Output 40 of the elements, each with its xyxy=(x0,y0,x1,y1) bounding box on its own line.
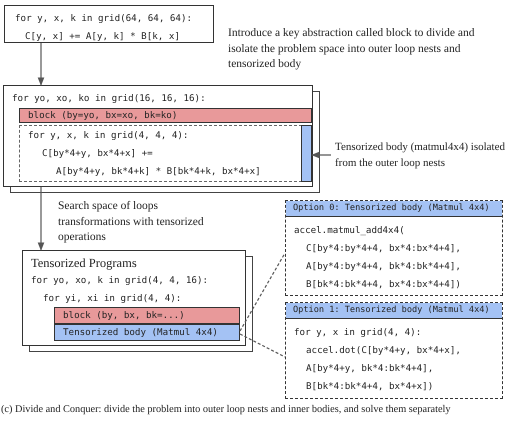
panel-title: Tensorized Programs xyxy=(31,255,137,272)
code-line: A[by*4+y, bk*4+k] * B[bk*4+k, bx*4+x] xyxy=(56,165,261,179)
code-line: for yi, xi in grid(4, 4): xyxy=(43,292,182,306)
code-line: for y, x, k in grid(4, 4, 4): xyxy=(28,129,188,143)
code-card xyxy=(4,5,214,43)
code-line: block (by=yo, bx=xo, bk=ko) xyxy=(28,109,178,122)
option-card xyxy=(285,200,503,296)
option-card xyxy=(285,302,503,399)
option-header: Option 0: Tensorized body (Matmul 4x4) xyxy=(286,201,502,217)
code-line: for y, x in grid(4, 4): xyxy=(294,326,422,340)
code-line: block (by, bx, bk=...) xyxy=(63,309,185,323)
tensorized-bar xyxy=(301,125,312,182)
tensorized-bar xyxy=(54,324,240,341)
code-line: for yo, xo, ko in grid(16, 16, 16): xyxy=(12,92,206,106)
figure-caption: (c) Divide and Conquer: divide the problem into outer loop nests and inner bodies, and solve them separately xyxy=(1,404,451,415)
code-line: A[by*4:by*4+4, bk*4:bk*4+4], xyxy=(306,260,461,274)
code-line: accel.dot(C[by*4+y, bx*4+x], xyxy=(306,344,461,358)
arrow xyxy=(311,152,331,158)
code-line: A[by*4+y, bk*4:bk*4+4], xyxy=(306,362,434,376)
option-header: Option 1: Tensorized body (Matmul 4x4) xyxy=(286,303,502,319)
code-line: B[bk*4:bk*4+4, bx*4:bx*4+4]) xyxy=(306,278,461,292)
block-bar xyxy=(54,307,240,324)
arrow xyxy=(38,187,44,251)
code-line: accel.matmul_add4x4( xyxy=(294,224,405,238)
annotation-text: Introduce a key abstraction called block to divide and isolate the problem space into outer loop nests and tensorized body xyxy=(228,26,476,72)
block-bar xyxy=(19,108,312,123)
annotation-text: Tensorized body (matmul4x4) isolated from the outer loop nests xyxy=(335,140,506,170)
dashed-code-box xyxy=(19,125,312,182)
code-line: B[bk*4:bk*4+4, bx*4+x]) xyxy=(306,380,434,394)
code-line: C[by*4+y, bx*4+x] += xyxy=(42,147,153,161)
dashed-leader-line xyxy=(239,252,286,332)
code-line: C[by*4:by*4+4, bx*4:bx*4+4], xyxy=(306,242,461,256)
dashed-leader-line xyxy=(240,333,286,358)
code-line: Tensorized body (Matmul 4x4) xyxy=(63,326,218,340)
arrow xyxy=(38,43,44,86)
code-line: for yo, xo, k in grid(4, 4, 16): xyxy=(31,274,208,288)
code-card xyxy=(3,85,313,187)
code-card xyxy=(22,250,246,346)
code-line: C[y, x] += A[y, k] * B[k, x] xyxy=(25,30,180,44)
code-line: for y, x, k in grid(64, 64, 64): xyxy=(15,12,192,26)
